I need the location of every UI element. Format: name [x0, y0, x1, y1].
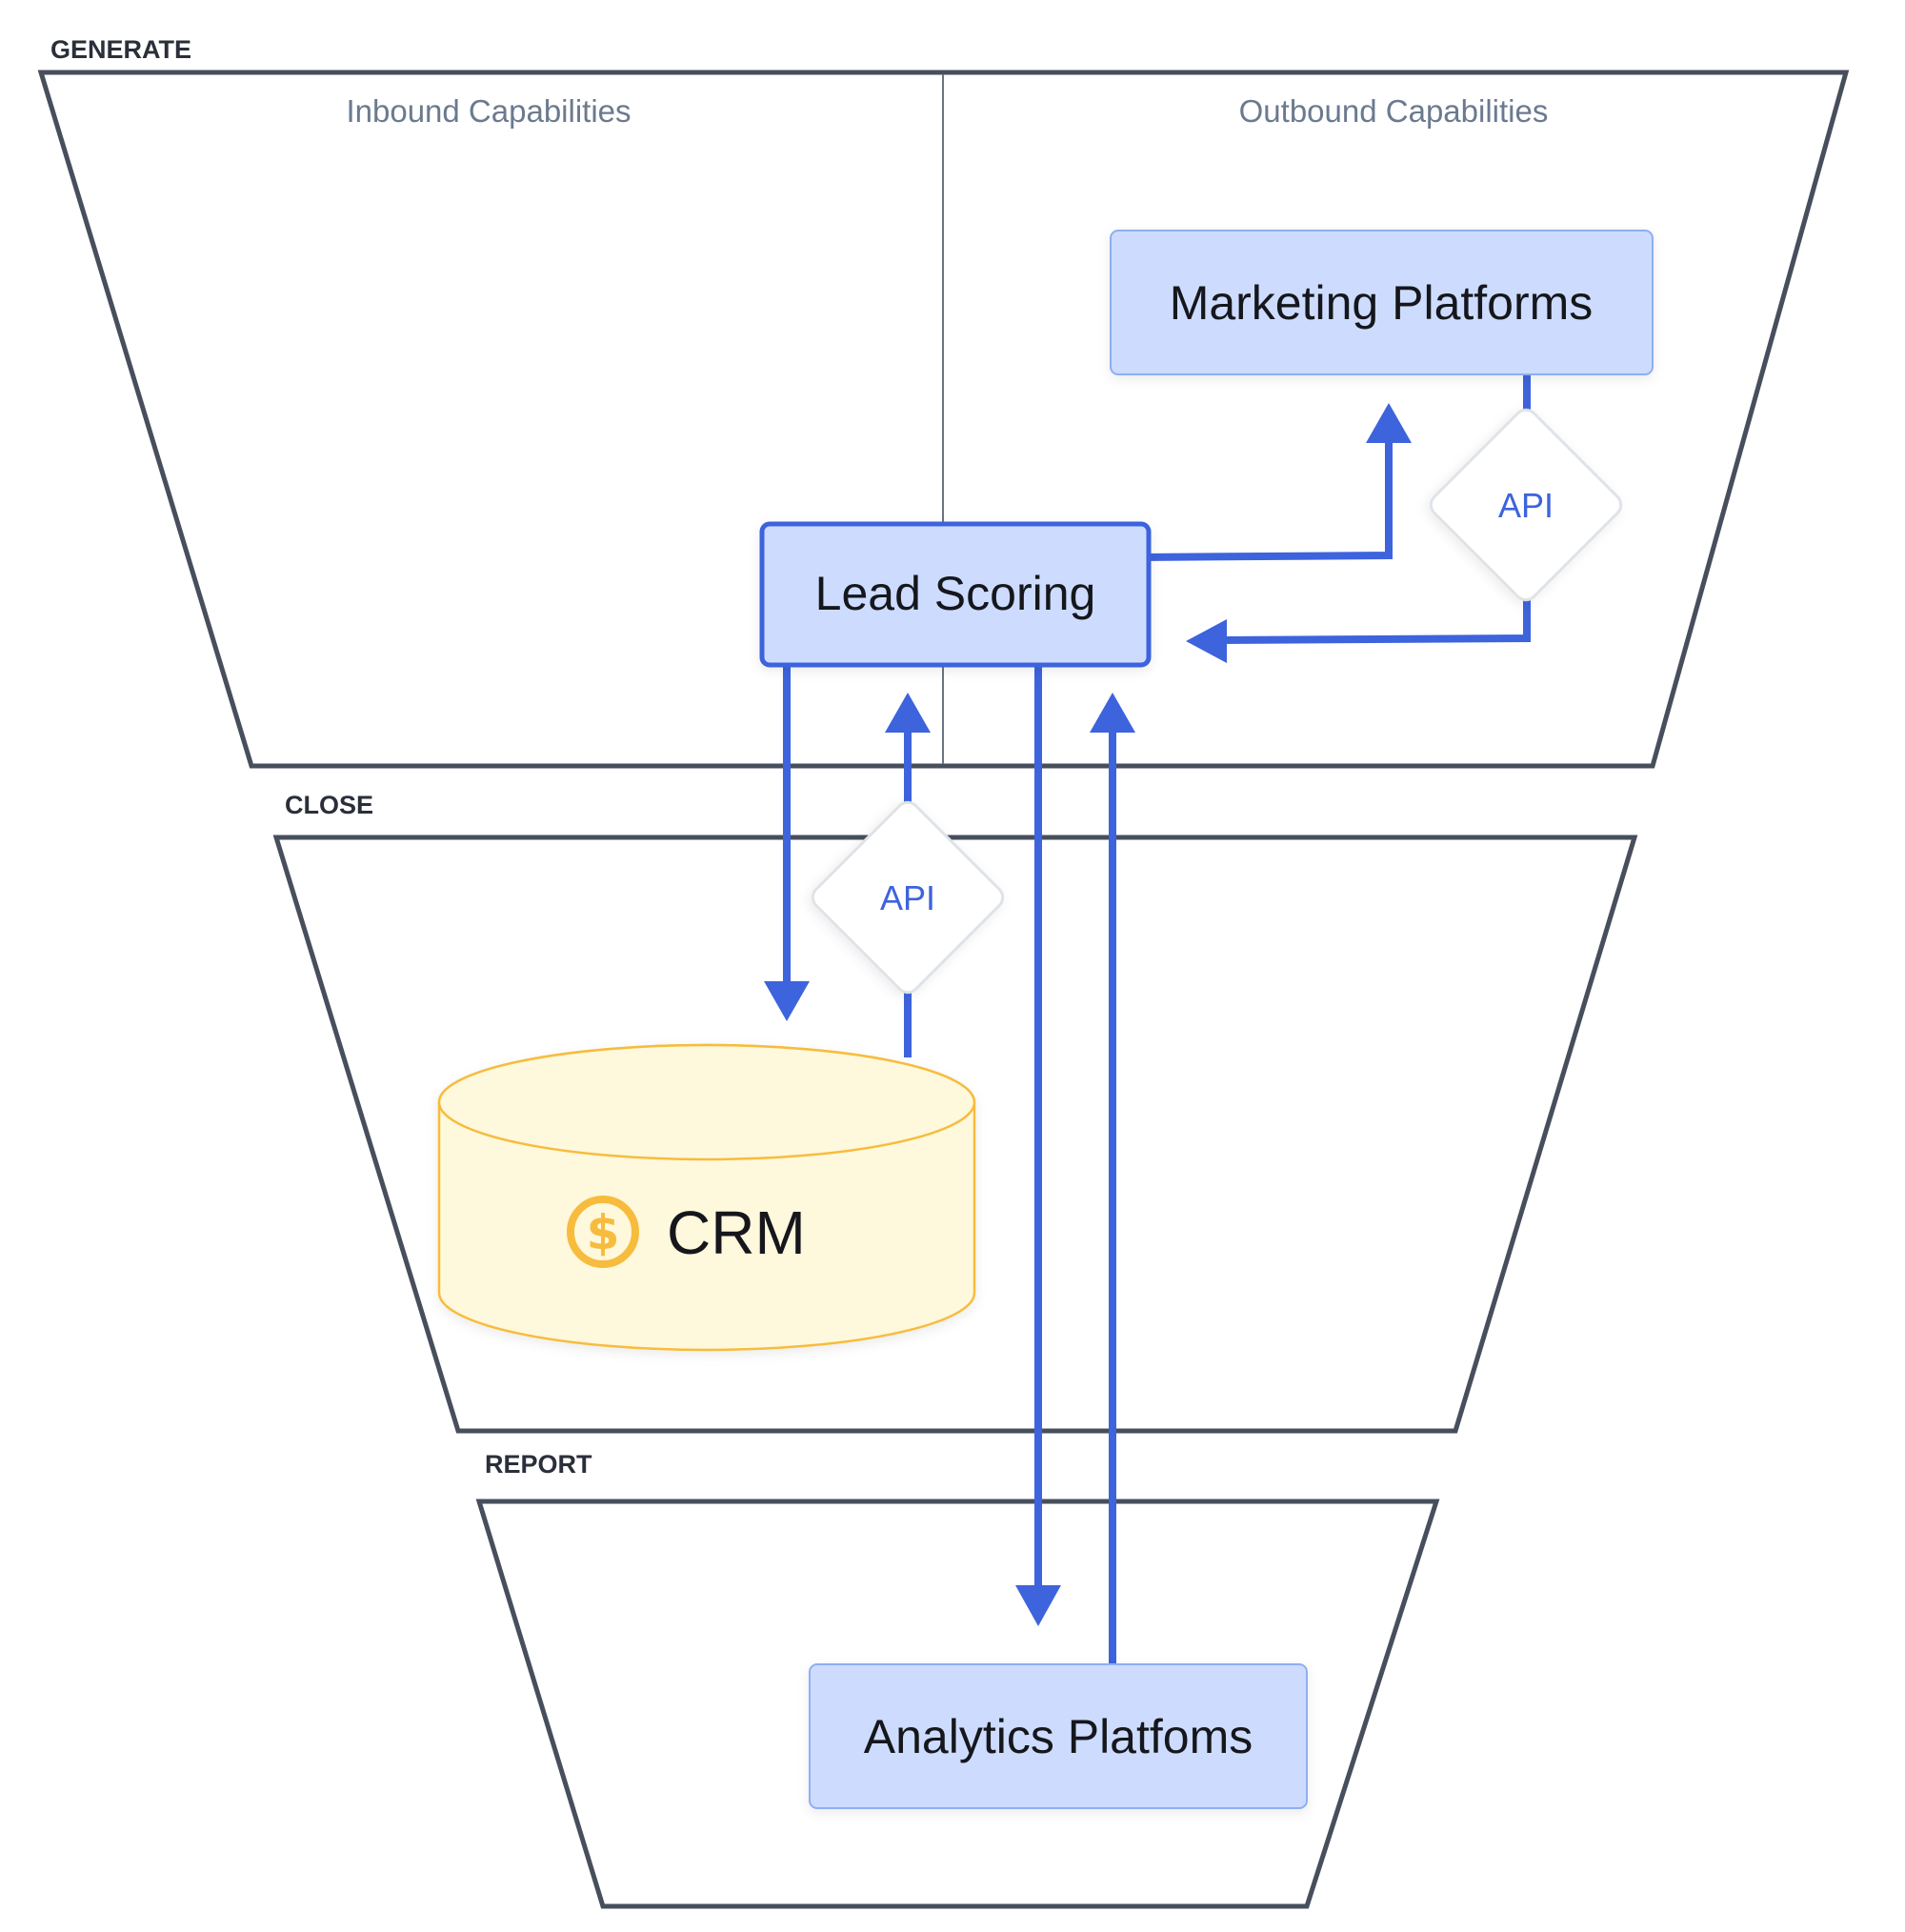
lead-scoring-label: Lead Scoring [815, 567, 1096, 620]
svg-text:$: $ [587, 1205, 620, 1260]
marketing-platforms-node[interactable]: Marketing Platforms [1110, 230, 1654, 375]
arrowhead-up-icon [1366, 403, 1412, 443]
edge-analytics-to-lead [1090, 693, 1135, 1665]
arrowhead-left-icon [1186, 619, 1227, 663]
analytics-platforms-box[interactable] [809, 1663, 1308, 1809]
marketing-platforms-label: Marketing Platforms [1170, 276, 1594, 330]
analytics-platforms-label: Analytics Platfoms [864, 1710, 1253, 1763]
outbound-capabilities-label: Outbound Capabilities [1239, 93, 1549, 129]
report-stage-label: REPORT [485, 1450, 592, 1479]
api-diamond[interactable] [808, 797, 1007, 996]
generate-stage-label: GENERATE [50, 35, 191, 64]
arrowhead-down-icon [1015, 1585, 1061, 1626]
edge-line [1138, 440, 1393, 561]
lead-scoring-box[interactable] [759, 521, 1152, 668]
api-marketing-node[interactable]: API [1426, 405, 1625, 604]
crm-label: CRM [667, 1198, 806, 1267]
close-stage-label: CLOSE [285, 791, 373, 819]
edge-lead-to-marketing [1138, 403, 1412, 561]
edge-lead-to-analytics [1015, 663, 1061, 1626]
analytics-platforms-node[interactable]: Analytics Platfoms [809, 1663, 1308, 1809]
arrowhead-down-icon [764, 981, 810, 1021]
dollar-coin-icon: $ [567, 1196, 639, 1268]
arrowhead-up-icon [885, 693, 931, 733]
api-crm-label: API [880, 878, 935, 917]
lead-scoring-node[interactable]: Lead Scoring [759, 521, 1152, 668]
crm-cylinder-top [437, 1043, 976, 1161]
api-diamond[interactable] [1426, 405, 1625, 604]
api-crm-node[interactable]: API [808, 797, 1007, 996]
crm-node[interactable]: $ CRM [437, 1043, 976, 1352]
arrowhead-up-icon [1090, 693, 1135, 733]
inbound-capabilities-label: Inbound Capabilities [346, 93, 631, 129]
edge-lead-to-crm [764, 663, 810, 1021]
api-marketing-label: API [1498, 486, 1554, 525]
marketing-platforms-box[interactable] [1110, 230, 1654, 375]
